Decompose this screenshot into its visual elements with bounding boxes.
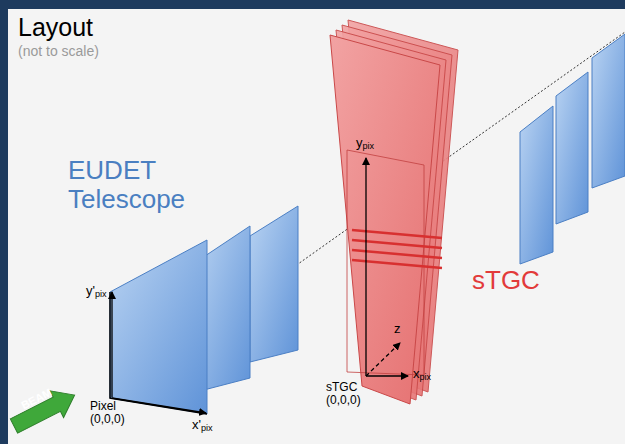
telescope-plane bbox=[520, 106, 553, 264]
telescope-label: EUDET Telescope bbox=[68, 156, 218, 213]
detector-label: sTGC bbox=[472, 266, 540, 295]
axis-arrow bbox=[365, 158, 366, 376]
axis-arrow bbox=[366, 343, 400, 376]
origin-label: sTGC (0,0,0) bbox=[326, 381, 382, 407]
telescope-plane bbox=[110, 240, 207, 414]
axis-label: xpix bbox=[413, 367, 431, 382]
note: (not to scale) bbox=[18, 44, 99, 59]
plane-edge bbox=[110, 292, 207, 414]
axis-arrow bbox=[112, 398, 206, 413]
telescope-plane bbox=[592, 34, 625, 188]
beam-arrow bbox=[7, 382, 81, 440]
axis-label: z bbox=[394, 322, 401, 336]
axis-label: x'pix bbox=[192, 418, 213, 433]
axis-arrow bbox=[366, 375, 408, 376]
telescope-plane bbox=[556, 72, 588, 224]
origin-label: Pixel (0,0,0) bbox=[90, 400, 136, 426]
axis-label: ypix bbox=[356, 136, 374, 151]
axis-label: y'pix bbox=[86, 284, 107, 299]
stgc-wedge-stack bbox=[330, 20, 458, 404]
axis-arrow bbox=[111, 292, 112, 397]
telescope-plane bbox=[250, 206, 298, 362]
title: Layout bbox=[18, 14, 93, 42]
